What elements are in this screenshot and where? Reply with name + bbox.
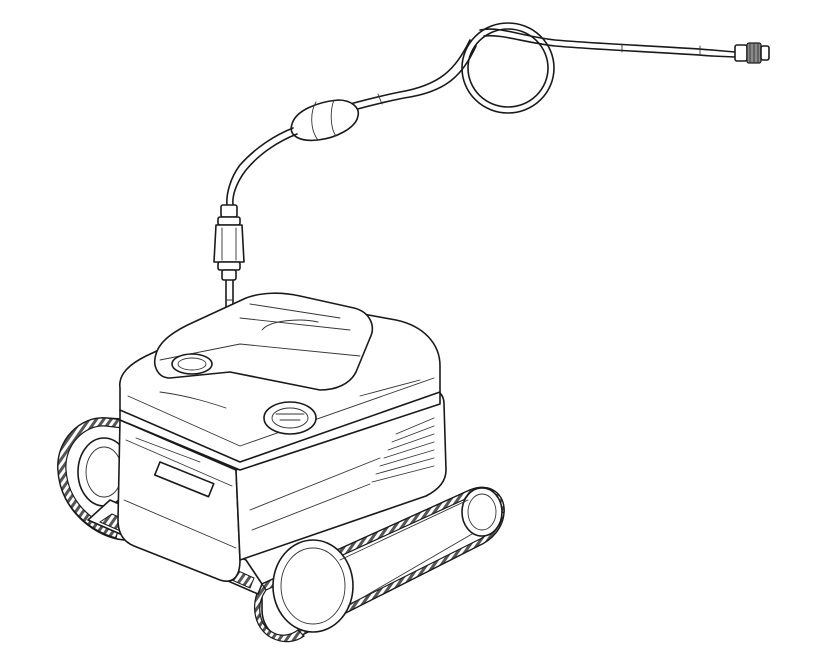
robot-cleaner: [57, 292, 505, 643]
cable-end-connector: [711, 42, 770, 64]
front-light-bar: [153, 461, 215, 498]
right-track: [254, 486, 505, 643]
cable-loop: [461, 22, 555, 114]
top-port-right: [263, 401, 317, 435]
body-front: [117, 419, 241, 582]
top-port-left: [171, 353, 213, 375]
top-lid: [154, 292, 374, 391]
cable-float: [290, 99, 360, 142]
side-vent: [371, 417, 435, 483]
